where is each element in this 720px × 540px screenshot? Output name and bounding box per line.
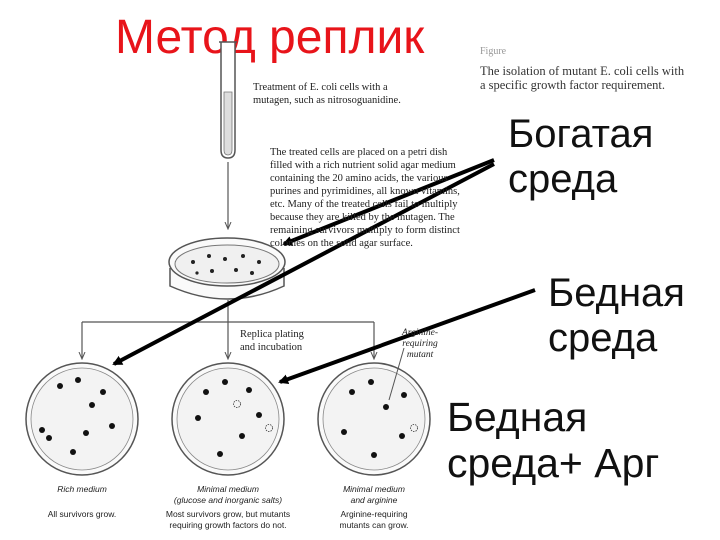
label-poor-medium: Бедная среда [548, 271, 685, 361]
label-line: Богатая [508, 112, 654, 156]
plate-minimal-name: Minimal medium (glucose and inorganic sa… [158, 484, 298, 505]
slide-title: Метод реплик [115, 11, 425, 64]
master-petri-dish [168, 237, 286, 300]
plate-arginine-result: Arginine-requiring mutants can grow. [314, 509, 434, 530]
step2-text: The treated cells are placed on a petri … [270, 146, 460, 250]
mutant-pointer [388, 347, 405, 401]
arrow-rich-to-plate [112, 162, 495, 366]
figure-label: Figure [480, 46, 507, 57]
replica-connectors [82, 300, 374, 358]
caption-line: Minimal medium [197, 484, 259, 494]
step2-line: etc. Many of the treated cells fail to m… [270, 199, 458, 210]
colonies [191, 254, 261, 275]
plate-arginine-name: Minimal medium and arginine [314, 484, 434, 505]
caption-line: (glucose and inorganic salts) [173, 494, 283, 505]
mutant-line: mutant [406, 350, 434, 360]
plate-minimal-result: Most survivors grow, but mutants requiri… [158, 509, 298, 530]
step1-line: Treatment of E. coli cells with a [253, 82, 388, 93]
label-line: среда+ Арг [447, 440, 660, 487]
step2-line: containing the 20 amino acids, the vario… [270, 173, 448, 184]
label-line: среда [508, 157, 618, 202]
step2-line: colonies on the solid agar surface. [270, 238, 413, 249]
step2-line: because they are killed by the mutagen. … [270, 212, 455, 223]
mutant-line: requiring [402, 339, 438, 349]
mutant-line: Arginine- [402, 328, 439, 338]
plate-rich-result: All survivors grow. [22, 509, 142, 520]
label-rich-medium: Богатая среда [508, 112, 653, 202]
replica-line: Replica plating [240, 329, 304, 340]
label-line: среда [548, 316, 658, 361]
caption-line: Most survivors grow, but mutants [165, 509, 291, 519]
caption-line: Rich medium [57, 484, 107, 494]
step2-line: filled with a rich nutrient solid agar m… [270, 160, 456, 171]
petri-plate-arginine [317, 362, 431, 476]
caption-line: mutants can grow. [339, 519, 409, 530]
mutant-label: Arginine- requiring mutant [402, 328, 438, 361]
figure-title: The isolation of mutant E. coli cells wi… [480, 64, 684, 92]
arrow-rich-to-dish [282, 158, 495, 246]
figure-title-line: The isolation of mutant E. coli cells wi… [480, 64, 685, 78]
caption-line: Arginine-requiring [340, 509, 408, 519]
petri-plate-rich [25, 362, 139, 476]
step1-text: Treatment of E. coli cells with a mutage… [253, 81, 401, 107]
test-tube [219, 41, 237, 159]
label-arrows [112, 158, 536, 384]
label-poor-medium-arg: Бедная среда+ Арг [447, 394, 659, 487]
arrow-poor-to-plate [278, 288, 536, 384]
caption-line: All survivors grow. [47, 509, 117, 519]
caption-line: Minimal medium [343, 484, 405, 494]
step2-line: The treated cells are placed on a petri … [270, 147, 448, 158]
caption-line: requiring growth factors do not. [169, 519, 287, 530]
step2-line: remaining survivors multiply to form dis… [270, 225, 460, 236]
replica-line: and incubation [240, 342, 303, 353]
petri-plate-minimal [171, 362, 285, 476]
label-line: Бедная [548, 271, 685, 315]
replica-plating-text: Replica plating and incubation [240, 328, 304, 354]
step2-line: purines and pyrimidines, all known vitam… [270, 186, 460, 197]
figure-title-line: a specific growth factor requirement. [480, 78, 665, 92]
label-line: Бедная [447, 394, 588, 440]
plate-rich-name: Rich medium [22, 484, 142, 495]
step1-line: mutagen, such as nitrosoguanidine. [253, 95, 401, 106]
caption-line: and arginine [350, 494, 398, 505]
